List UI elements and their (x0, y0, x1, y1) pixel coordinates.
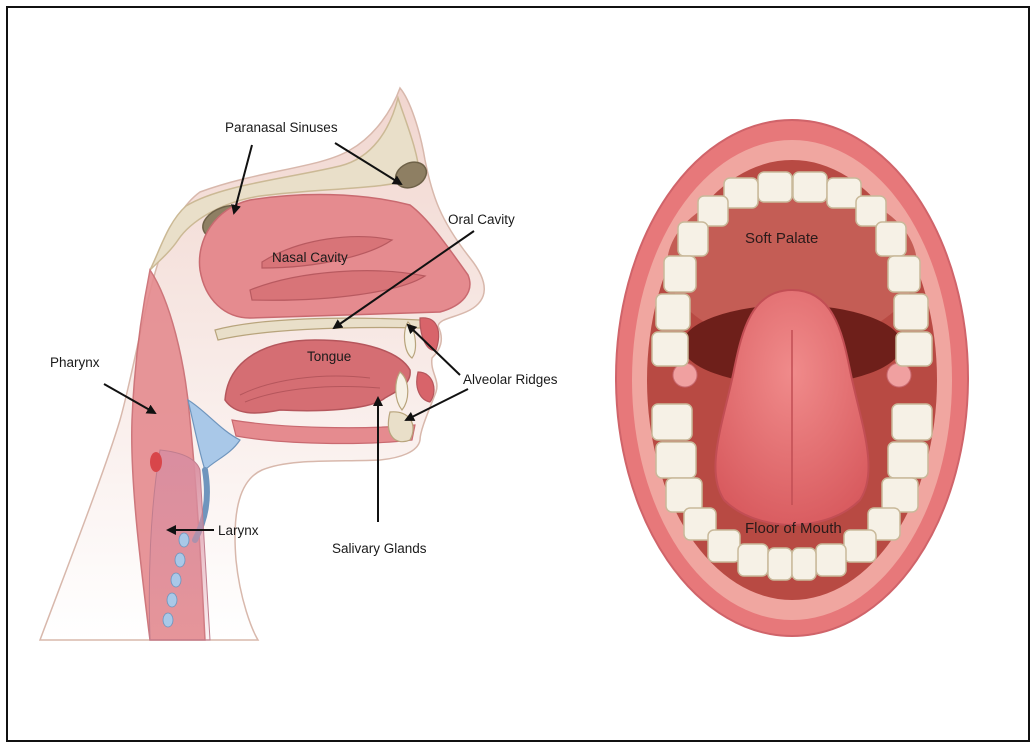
label-paranasal-sinuses: Paranasal Sinuses (225, 120, 338, 135)
vocal-fold (150, 452, 162, 472)
label-tongue: Tongue (307, 349, 351, 364)
label-soft-palate: Soft Palate (745, 230, 818, 247)
label-pharynx: Pharynx (50, 355, 100, 370)
label-floor-of-mouth: Floor of Mouth (745, 520, 842, 537)
open-mouth (616, 120, 968, 636)
label-oral-cavity: Oral Cavity (448, 212, 515, 227)
trachea (149, 450, 210, 640)
label-salivary-glands: Salivary Glands (332, 541, 427, 556)
label-nasal-cavity: Nasal Cavity (272, 250, 348, 265)
label-larynx: Larynx (218, 523, 259, 538)
sagittal-head (40, 88, 484, 640)
label-alveolar-ridges: Alveolar Ridges (463, 372, 558, 387)
